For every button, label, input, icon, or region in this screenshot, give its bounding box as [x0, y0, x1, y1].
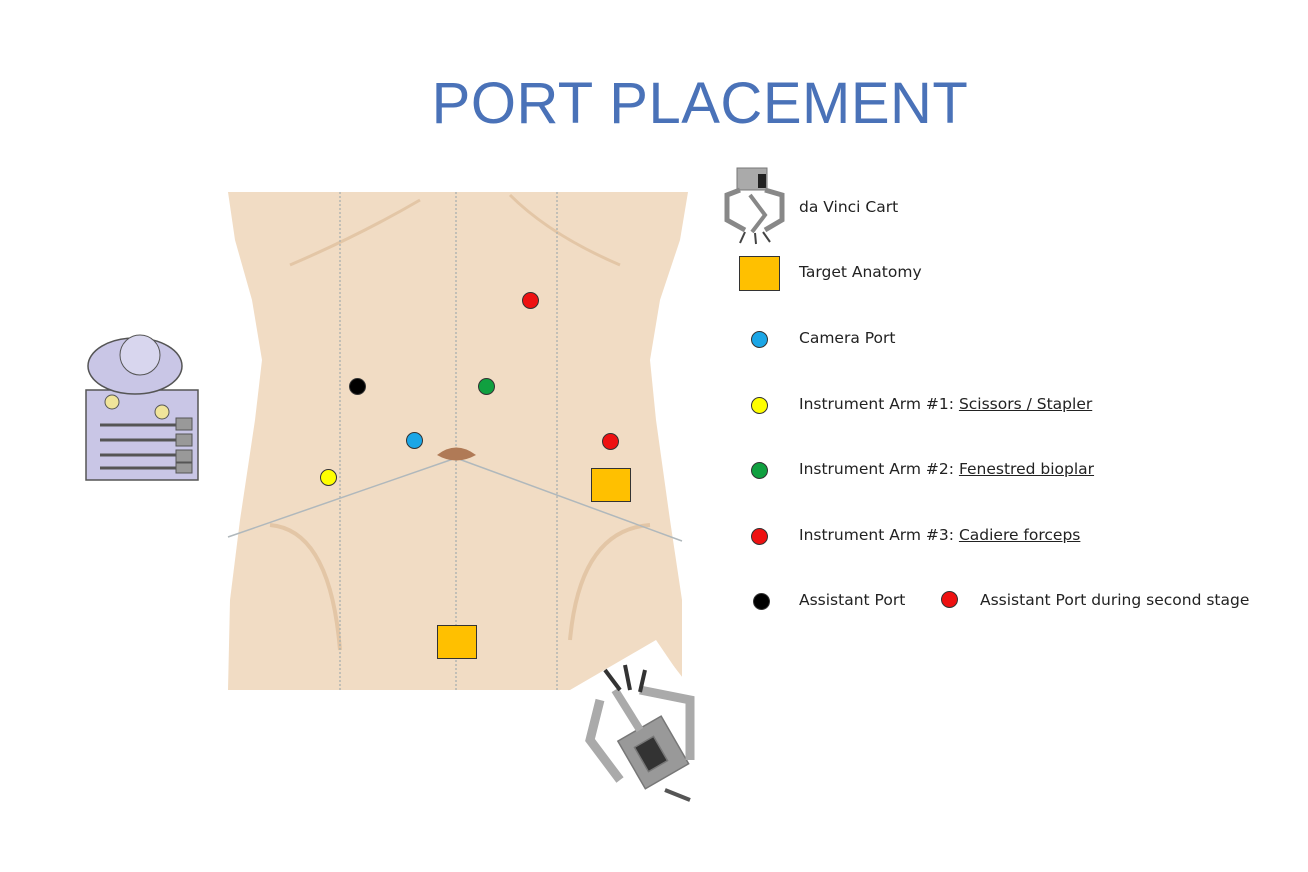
- legend-assistant-second-icon: [941, 591, 958, 608]
- hip-left: [269, 523, 342, 651]
- port-arm2: [478, 378, 495, 395]
- legend-arm1-icon: [751, 397, 768, 414]
- target-anatomy-2: [437, 625, 477, 659]
- diag-right: [455, 457, 683, 542]
- legend-arm3-link[interactable]: Cadiere forceps: [958, 526, 1081, 544]
- legend-arm1-label: Instrument Arm #1:: [799, 395, 959, 413]
- legend-arm1-link[interactable]: Scissors / Stapler: [958, 395, 1093, 413]
- port-arm1: [320, 469, 337, 486]
- legend-arm1: Instrument Arm #1: Scissors / Stapler: [799, 395, 1092, 413]
- legend-assistant-icon: [753, 593, 770, 610]
- hip-right: [568, 523, 651, 641]
- target-anatomy-1: [591, 468, 631, 502]
- legend-target-icon: [739, 256, 780, 291]
- diag-left: [227, 457, 457, 538]
- legend-assistant-second: Assistant Port during second stage: [980, 591, 1250, 609]
- port-assistant-second-stage: [602, 433, 619, 450]
- navel: [437, 447, 476, 461]
- legend-arm2: Instrument Arm #2: Fenestred bioplar: [799, 460, 1094, 478]
- legend-target: Target Anatomy: [799, 263, 922, 281]
- legend-assistant: Assistant Port: [799, 591, 906, 609]
- legend-arm2-link[interactable]: Fenestred bioplar: [958, 460, 1095, 478]
- da-vinci-cart-icon: [724, 167, 785, 245]
- legend-camera-icon: [751, 331, 768, 348]
- legend-camera: Camera Port: [799, 329, 896, 347]
- legend-arm3: Instrument Arm #3: Cadiere forceps: [799, 526, 1080, 544]
- legend-arm2-icon: [751, 462, 768, 479]
- page-title: PORT PLACEMENT: [431, 71, 969, 136]
- port-arm3: [522, 292, 539, 309]
- surgeon-console-icon: [85, 334, 199, 481]
- port-assistant: [349, 378, 366, 395]
- legend-cart: da Vinci Cart: [799, 198, 899, 216]
- rib-left: [289, 198, 421, 267]
- port-camera: [406, 432, 423, 449]
- legend-arm3-icon: [751, 528, 768, 545]
- legend-arm2-label: Instrument Arm #2:: [799, 460, 959, 478]
- torso: [228, 192, 688, 690]
- patient-cart-robot-icon: [585, 664, 695, 802]
- legend-arm3-label: Instrument Arm #3:: [799, 526, 959, 544]
